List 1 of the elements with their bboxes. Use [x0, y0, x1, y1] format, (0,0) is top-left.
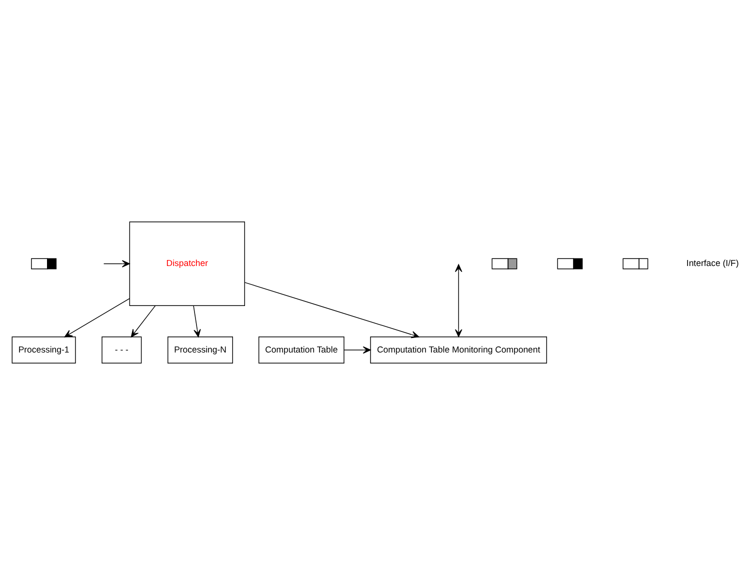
label: Interface (I/F): [686, 258, 739, 268]
